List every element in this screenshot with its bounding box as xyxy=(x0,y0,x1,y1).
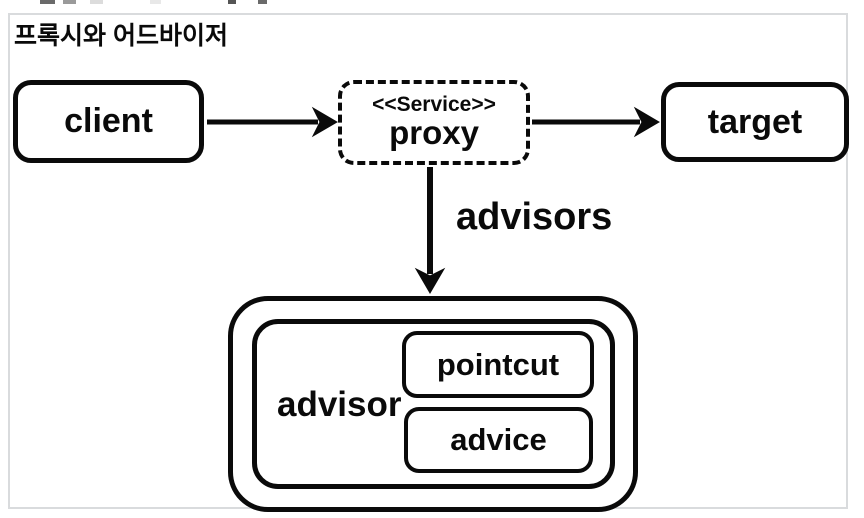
node-proxy-label: proxy xyxy=(389,114,479,152)
advisor-label: advisor xyxy=(277,385,402,424)
cropped-text-fragment xyxy=(63,0,76,4)
node-advice-label: advice xyxy=(450,422,547,457)
node-proxy: <<Service>> proxy xyxy=(338,80,530,165)
cropped-text-fragment xyxy=(258,0,267,4)
node-target-label: target xyxy=(707,102,803,141)
node-advice: advice xyxy=(404,407,593,473)
node-proxy-stereotype: <<Service>> xyxy=(372,93,496,117)
node-pointcut-label: pointcut xyxy=(436,346,560,382)
node-target: target xyxy=(661,82,849,162)
node-client-label: client xyxy=(64,102,153,140)
cropped-text-fragment xyxy=(150,0,161,4)
diagram-title: 프록시와 어드바이저 xyxy=(14,22,228,50)
node-client: client xyxy=(13,80,204,163)
cropped-text-fragment xyxy=(90,0,103,4)
node-pointcut: pointcut xyxy=(402,331,594,398)
advisors-edge-label: advisors xyxy=(456,196,613,238)
cropped-text-fragment xyxy=(40,0,55,4)
cropped-text-fragment xyxy=(228,0,236,4)
